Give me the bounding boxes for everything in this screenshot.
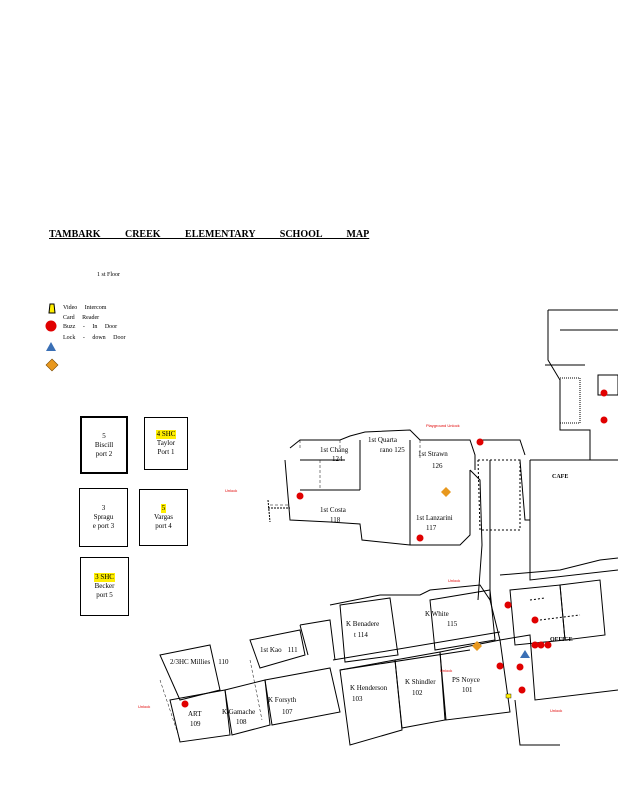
room-cafe: CAFE bbox=[552, 474, 568, 480]
buzz-in-door-icon bbox=[296, 492, 304, 500]
legend-card-reader-label: Card Reader bbox=[63, 315, 100, 321]
buzz-in-door-icon bbox=[181, 700, 189, 708]
video-intercom-icon bbox=[505, 693, 512, 699]
unlock-label-3: Unlock bbox=[440, 668, 452, 673]
room-office: OFFICE bbox=[550, 637, 573, 643]
lock-down-door-icon bbox=[520, 650, 530, 658]
diamond-icon bbox=[472, 641, 482, 651]
unlock-label-2: Unlock bbox=[448, 578, 460, 583]
legend-lock-down-door: Lock - down Door bbox=[46, 335, 126, 351]
buzz-in-door-icon bbox=[531, 616, 539, 624]
buzz-in-door-icon bbox=[531, 641, 539, 649]
buzz-in-door-icon bbox=[537, 641, 545, 649]
buzz-in-door-icon bbox=[544, 641, 552, 649]
buzz-in-door-icon bbox=[45, 320, 57, 332]
buzz-in-door-icon bbox=[476, 438, 484, 446]
buzz-in-door-icon bbox=[518, 686, 526, 694]
legend-video-intercom: Video Intercom bbox=[47, 303, 106, 314]
buzz-in-door-icon bbox=[600, 389, 608, 397]
buzz-in-door-icon bbox=[504, 601, 512, 609]
unlock-label-4: Unlock bbox=[138, 704, 150, 709]
portable-2: 5 Biscill port 2 bbox=[80, 416, 128, 474]
page-title: TAMBARK CREEK ELEMENTARY SCHOOL MAP bbox=[49, 229, 370, 240]
buzz-in-door-icon bbox=[600, 416, 608, 424]
buzz-in-door-markers bbox=[181, 389, 608, 708]
buzz-in-door-icon bbox=[516, 663, 524, 671]
video-intercom-icon bbox=[48, 303, 56, 314]
legend-card-reader: Card Reader bbox=[47, 315, 99, 321]
unlock-label-5: Unlock bbox=[550, 708, 562, 713]
portable-1: 4 SHC Taylor Port 1 bbox=[144, 417, 188, 470]
diamond-icon bbox=[45, 358, 59, 372]
diamond-icon bbox=[441, 487, 451, 497]
floor-label: 1 st Floor bbox=[97, 272, 121, 278]
legend-buzz-in-door: Buzz - In Door bbox=[45, 320, 117, 332]
buzz-in-door-icon bbox=[416, 534, 424, 542]
unlock-label-1: Unlock bbox=[225, 488, 237, 493]
buzz-in-door-icon bbox=[496, 662, 504, 670]
portable-3: 3 Spragu e port 3 bbox=[79, 488, 128, 547]
lock-down-door-icon bbox=[46, 342, 56, 351]
playground-unlock-label: Playground Unlock bbox=[426, 423, 460, 428]
portable-4: 5 Vargas port 4 bbox=[139, 489, 188, 546]
portable-5: 3 SHC Becker port 5 bbox=[80, 557, 129, 616]
